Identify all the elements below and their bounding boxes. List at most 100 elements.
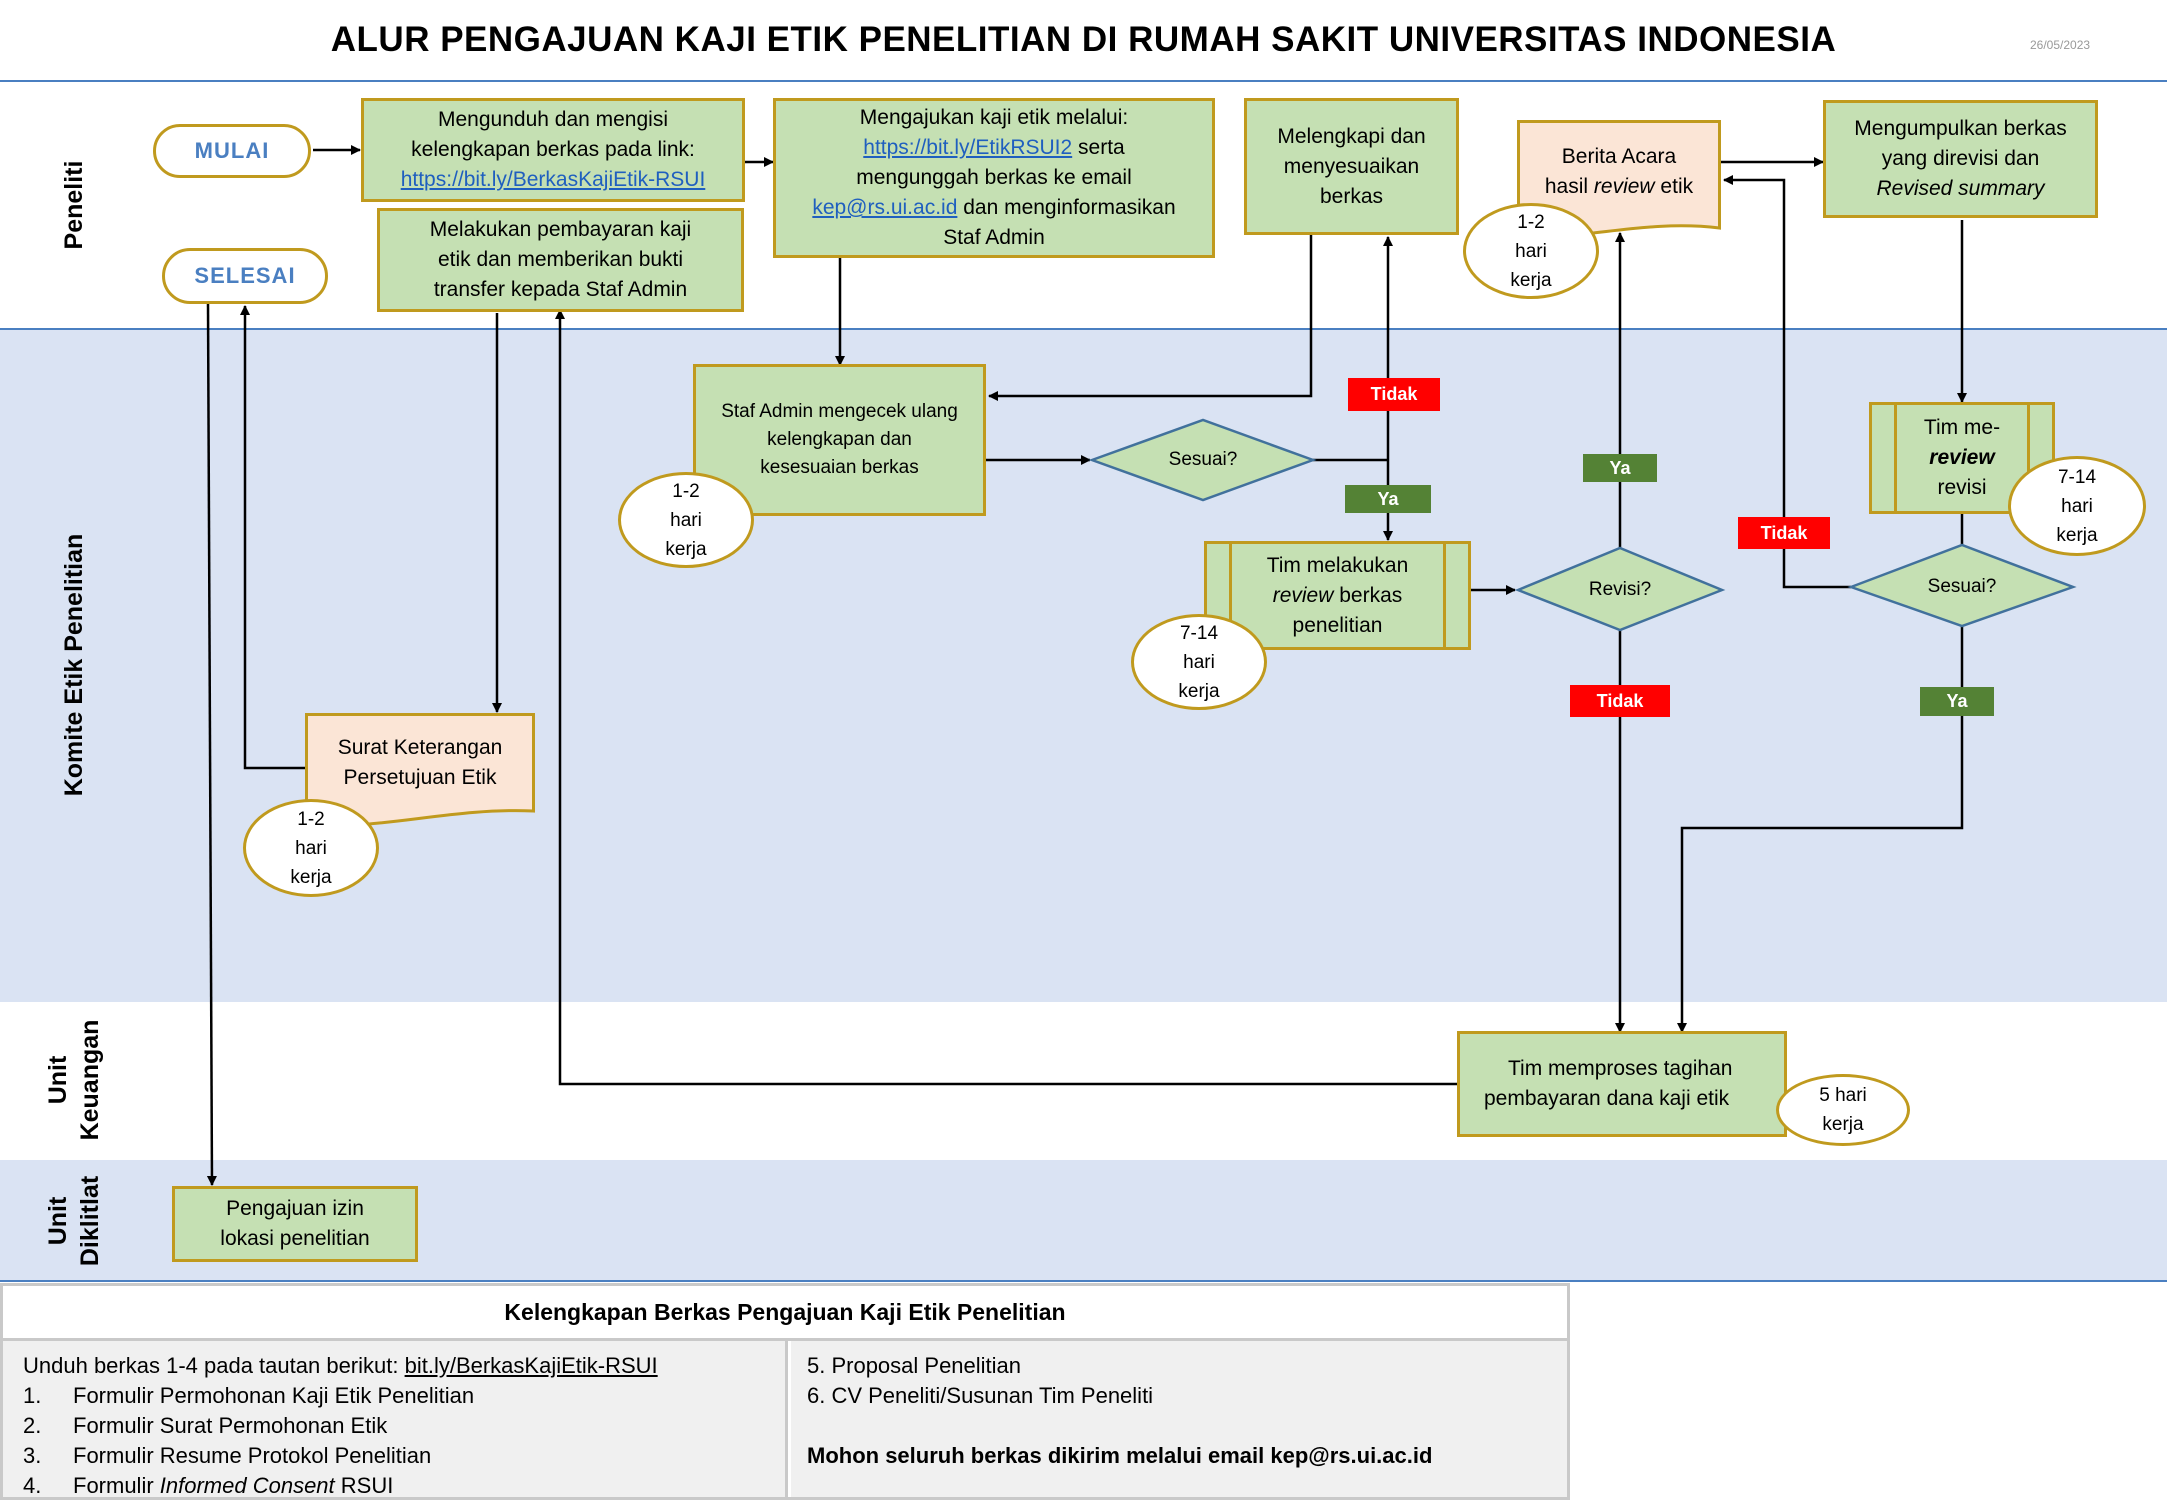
bayar-line-3: transfer kepada Staf Admin	[433, 278, 688, 301]
tag-tidak-sesuai-1: Tidak	[1348, 378, 1440, 411]
berkas-table-right: 5. Proposal Penelitian 6. CV Peneliti/Su…	[791, 1341, 1567, 1497]
unduh-line-2: kelengkapan berkas pada link:	[411, 138, 695, 161]
ajukan-line-2: https://bit.ly/EtikRSUI2 serta	[863, 133, 1124, 163]
berkas-item-3-text: Formulir Resume Protokol Penelitian	[73, 1443, 432, 1468]
link-berkas-kaji-etik[interactable]: https://bit.ly/BerkasKajiEtik-RSUI	[400, 168, 706, 191]
berkas-intro-link[interactable]: bit.ly/BerkasKajiEtik-RSUI	[404, 1353, 658, 1378]
ajukan-line-3: mengunggah berkas ke email	[856, 166, 1132, 189]
duration-tagihan: 5 hari kerja	[1776, 1074, 1910, 1146]
duration-surat: 1-2 hari kerja	[243, 799, 379, 897]
review-line-2-italic: review	[1272, 583, 1334, 607]
box-pembayaran: Melakukan pembayaran kaji etik dan membe…	[377, 208, 744, 312]
duration-staf: 1-2 hari kerja	[618, 472, 754, 568]
duration-review-1: 7-14	[1179, 622, 1219, 644]
duration-rereview-1: 7-14	[2057, 466, 2097, 488]
box-kumpulkan-revisi: Mengumpulkan berkas yang direvisi dan Re…	[1823, 100, 2098, 218]
arrow-sesuai2-tidak-berita	[1723, 175, 1851, 589]
kumpul-line-1: Mengumpulkan berkas	[1854, 117, 2067, 140]
box-melengkapi-berkas: Melengkapi dan menyesuaikan berkas	[1244, 98, 1459, 235]
staf-line-2: kelengkapan dan	[767, 429, 912, 450]
box-izin-lokasi: Pengajuan izin lokasi penelitian	[172, 1186, 418, 1262]
ajukan-line-4-rest: dan menginformasikan	[957, 196, 1176, 219]
link-etik-rsui2[interactable]: https://bit.ly/EtikRSUI2	[863, 136, 1073, 159]
duration-rereview-3: kerja	[2056, 524, 2098, 546]
bayar-line-1: Melakukan pembayaran kaji	[429, 218, 692, 241]
berkas-item-4-text-b: RSUI	[334, 1473, 394, 1498]
duration-review: 7-14 hari kerja	[1131, 614, 1267, 710]
rereview-line-1: Tim me-	[1923, 416, 2001, 439]
rereview-line-3: revisi	[1937, 476, 1987, 499]
tagihan-line-1: Tim memproses tagihan	[1508, 1057, 1733, 1080]
lengkapi-line-2: menyesuaikan	[1283, 154, 1420, 178]
ajukan-line-1: Mengajukan kaji etik melalui:	[859, 106, 1129, 129]
duration-surat-1: 1-2	[297, 808, 325, 830]
diamond-label-sesuai-2: Sesuai?	[1927, 576, 1997, 597]
date-stamp: 26/05/2023	[2030, 38, 2091, 52]
box-staf-admin-cek: Staf Admin mengecek ulang kelengkapan da…	[693, 364, 986, 516]
review-line-3: penelitian	[1292, 613, 1383, 637]
box-surat-keterangan: Surat Keterangan Persetujuan Etik	[305, 713, 535, 809]
berkas-spacer	[807, 1411, 1567, 1441]
review-line-1: Tim melakukan	[1266, 553, 1409, 577]
berita-line-1: Berita Acara	[1561, 144, 1677, 168]
arrow-selesai-izin	[206, 303, 217, 1186]
berkas-item-4-text-a: Formulir	[73, 1473, 160, 1498]
duration-rereview-2: hari	[2061, 495, 2093, 517]
start-terminal: MULAI	[153, 124, 311, 178]
ajukan-line-5: Staf Admin	[943, 226, 1045, 249]
diamond-label-revisi: Revisi?	[1588, 579, 1652, 600]
arrow-surat-selesai	[240, 305, 305, 770]
berkas-item-4-num: 4.	[23, 1473, 42, 1498]
berkas-item-3-num: 3.	[23, 1443, 42, 1468]
tag-tidak-sesuai-2: Tidak	[1738, 517, 1830, 549]
izin-line-2: lokasi penelitian	[220, 1227, 370, 1250]
duration-review-3: kerja	[1178, 680, 1220, 702]
berkas-item-1-text: Formulir Permohonan Kaji Etik Penelitian	[73, 1383, 475, 1408]
lengkapi-line-3: berkas	[1319, 184, 1384, 208]
duration-staf-1: 1-2	[672, 480, 700, 502]
berkas-item-5: 5. Proposal Penelitian	[807, 1353, 1022, 1378]
duration-staf-2: hari	[670, 509, 702, 531]
duration-berita: 1-2 hari kerja	[1463, 203, 1599, 299]
duration-berita-1: 1-2	[1517, 211, 1545, 233]
berkas-item-4-text-italic: Informed Consent	[159, 1473, 335, 1498]
end-terminal: SELESAI	[162, 248, 328, 304]
berkas-item-2: 2.Formulir Surat Permohonan Etik	[23, 1411, 785, 1441]
arrow-tagihan-bayar	[555, 309, 1460, 1086]
berkas-item-3: 3. Formulir Resume Protokol Penelitian	[23, 1441, 785, 1471]
berkas-item-1-num: 1.	[23, 1383, 42, 1408]
link-email-kep[interactable]: kep@rs.ui.ac.id	[812, 196, 958, 219]
tag-ya-sesuai-2: Ya	[1920, 687, 1994, 716]
kumpul-line-2: yang direvisi dan	[1881, 147, 2040, 170]
surat-line-1: Surat Keterangan	[337, 735, 503, 759]
duration-rereview: 7-14 hari kerja	[2008, 456, 2146, 556]
izin-line-1: Pengajuan izin	[226, 1197, 364, 1220]
kumpul-line-3: Revised summary	[1876, 177, 2045, 200]
ajukan-line-4: kep@rs.ui.ac.id dan menginformasikan	[812, 193, 1175, 223]
berkas-item-2-text: Formulir Surat Permohonan Etik	[73, 1413, 388, 1438]
tag-tidak-revisi: Tidak	[1570, 685, 1670, 717]
duration-surat-3: kerja	[290, 866, 332, 888]
page-title: ALUR PENGAJUAN KAJI ETIK PENELITIAN DI R…	[330, 20, 1837, 59]
duration-surat-2: hari	[295, 837, 327, 859]
duration-berita-3: kerja	[1510, 269, 1552, 291]
berkas-table: Kelengkapan Berkas Pengajuan Kaji Etik P…	[0, 1283, 1570, 1500]
diamond-sesuai-1	[1088, 418, 1317, 502]
box-proses-tagihan: Tim memproses tagihan pembayaran dana ka…	[1457, 1031, 1787, 1137]
diamond-label-sesuai-1: Sesuai?	[1168, 449, 1238, 470]
berkas-note: Mohon seluruh berkas dikirim melalui ema…	[807, 1443, 1433, 1468]
berita-line-2-a: hasil	[1544, 174, 1594, 198]
berita-line-2: hasil review etik	[1545, 172, 1693, 202]
berkas-intro-text: Unduh berkas 1-4 pada tautan berikut:	[23, 1353, 405, 1378]
bayar-line-2: etik dan memberikan bukti	[437, 248, 684, 271]
duration-tagihan-2: kerja	[1822, 1114, 1864, 1135]
berkas-item-1: 1. Formulir Permohonan Kaji Etik Peneliti…	[23, 1381, 785, 1411]
diamond-sesuai-2	[1847, 543, 2077, 628]
arrow-sesuai2-ya-tagihan	[1677, 626, 1964, 1033]
lengkapi-line-1: Melengkapi dan	[1277, 124, 1426, 148]
duration-tagihan-1: 5 hari	[1819, 1085, 1867, 1106]
berkas-intro: Unduh berkas 1-4 pada tautan berikut: bi…	[23, 1351, 785, 1381]
berita-line-2-italic: review	[1593, 174, 1655, 198]
box-berita-acara: Berita Acara hasil review etik	[1517, 120, 1721, 220]
duration-berita-2: hari	[1515, 240, 1547, 262]
